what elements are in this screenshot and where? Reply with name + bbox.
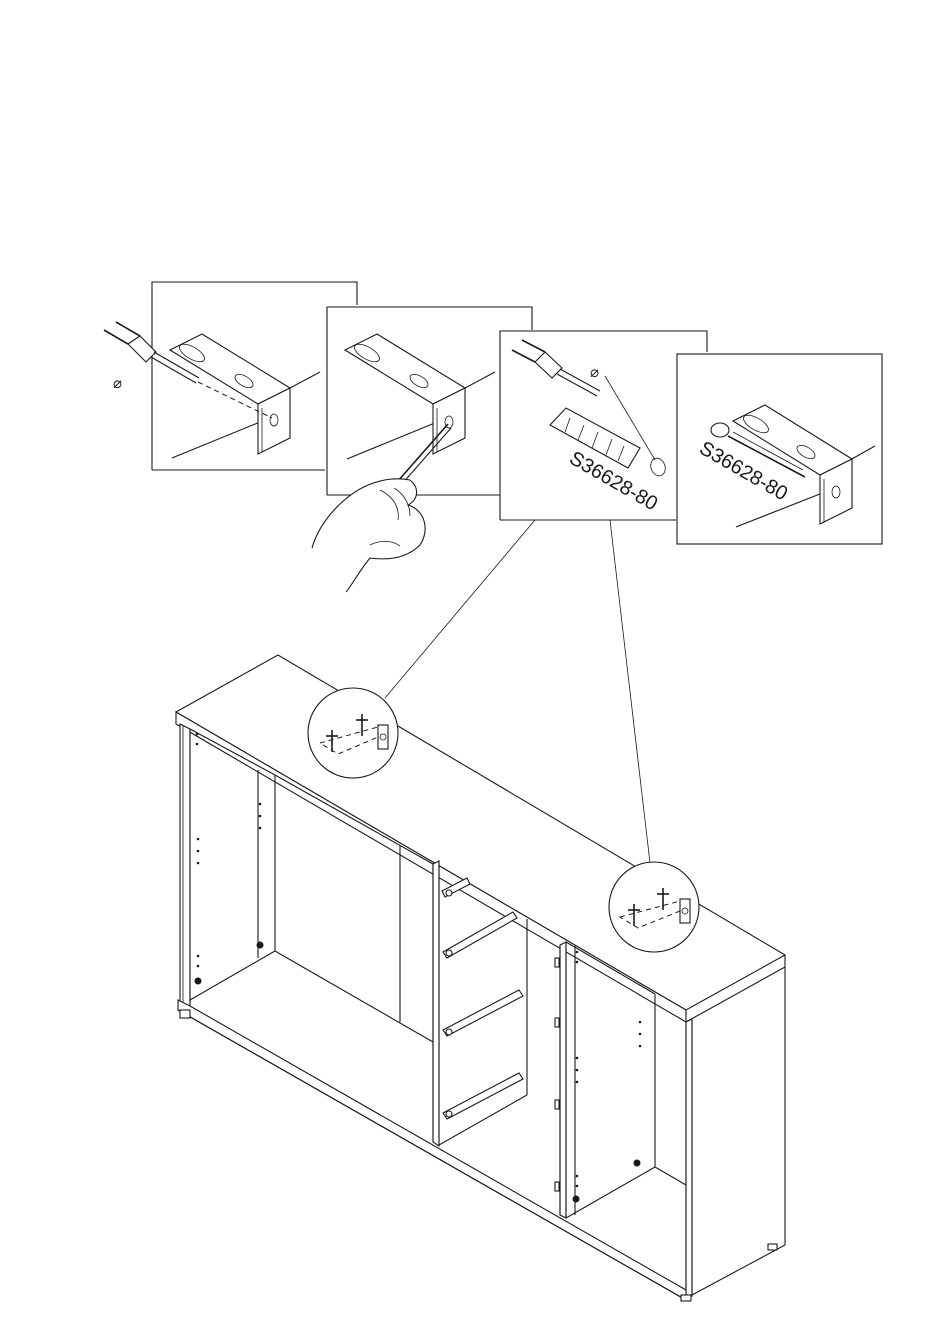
- leader-line-right: [610, 520, 650, 863]
- detail-callout-left: [308, 688, 398, 778]
- hand-with-pencil-icon: [312, 424, 451, 592]
- wall-hole: [648, 456, 667, 478]
- step-3-panel: ⌀ S36628-80: [500, 331, 707, 520]
- angle-bracket: [345, 334, 465, 454]
- drill-diameter-symbol: ⌀: [113, 374, 122, 392]
- drill-diameter-symbol: ⌀: [590, 363, 599, 381]
- detail-callout-right: [609, 862, 699, 952]
- angle-bracket: [170, 334, 290, 454]
- sideboard-cabinet: [176, 655, 785, 1301]
- step-4-panel: S36628-80: [677, 354, 882, 544]
- step-2-panel: [312, 307, 532, 592]
- step-1-panel: ⌀: [104, 282, 357, 470]
- drill-icon: [512, 340, 600, 396]
